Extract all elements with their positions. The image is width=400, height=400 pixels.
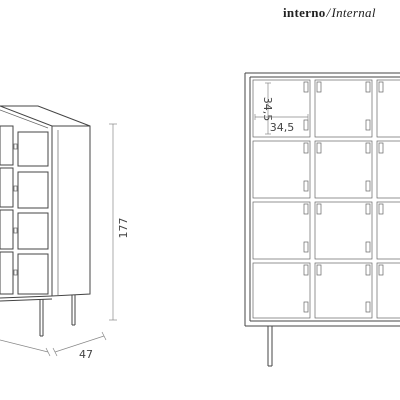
hinge-icon xyxy=(365,264,371,276)
dimension-tick xyxy=(45,347,51,357)
hinges xyxy=(303,81,384,313)
cabinet-side-face xyxy=(51,125,91,297)
view-title-primary: interno xyxy=(283,5,326,20)
compartment xyxy=(314,201,373,260)
hinge-icon xyxy=(316,264,322,276)
door-cell xyxy=(17,253,49,295)
hinge-icon xyxy=(365,203,371,215)
view-title-separator: / xyxy=(326,5,331,20)
door-cell xyxy=(0,209,14,250)
compartment xyxy=(314,79,373,138)
hinge-icon xyxy=(303,264,309,276)
compartment xyxy=(314,140,373,199)
knob-icon xyxy=(13,269,18,276)
hinge-icon xyxy=(378,142,384,154)
compartment xyxy=(314,262,373,319)
cabinet-top-face xyxy=(0,105,91,127)
cabinet-plinth-edge xyxy=(0,298,53,302)
height-label: 177 xyxy=(117,218,130,239)
compartment xyxy=(252,140,311,199)
cell-height-label: 34,5 xyxy=(261,97,274,122)
legs xyxy=(39,295,76,337)
knob-icon xyxy=(13,143,18,150)
hinge-icon xyxy=(365,301,371,313)
perspective-view: 177 47 xyxy=(0,105,130,361)
hinge-icon xyxy=(365,119,371,131)
dimension-tick xyxy=(52,347,58,357)
knob-icon xyxy=(13,227,18,234)
hinge-icon xyxy=(365,142,371,154)
door-cell xyxy=(17,131,49,167)
knob-icon xyxy=(13,185,18,192)
hinge-icon xyxy=(316,81,322,93)
hinge-icon xyxy=(303,142,309,154)
door-cell xyxy=(0,125,14,166)
depth-label: 47 xyxy=(79,348,93,361)
hinge-icon xyxy=(303,203,309,215)
view-title-secondary: Internal xyxy=(331,5,376,20)
front-legs xyxy=(267,326,273,367)
dimension-line xyxy=(0,339,49,353)
door-cell xyxy=(0,167,14,208)
compartment xyxy=(376,201,400,260)
top-face-rim xyxy=(0,109,49,129)
hinge-icon xyxy=(303,301,309,313)
hinge-icon xyxy=(378,264,384,276)
hinge-icon xyxy=(316,142,322,154)
cell-dimensions: 34,5 34,5 xyxy=(254,82,309,135)
cell-width-label: 34,5 xyxy=(270,121,295,134)
height-dimension: 177 xyxy=(109,123,130,321)
hinge-icon xyxy=(378,81,384,93)
cabinet-bottom-edge xyxy=(0,295,53,299)
view-title: interno/Internal xyxy=(283,5,376,21)
hinge-icon xyxy=(303,241,309,253)
front-view: 34,5 34,5 xyxy=(244,72,400,367)
dimension-line xyxy=(54,335,105,353)
dimension-tick xyxy=(101,331,107,341)
door-cell xyxy=(17,171,49,209)
hinge-icon xyxy=(365,81,371,93)
compartment xyxy=(252,201,311,260)
compartment xyxy=(376,140,400,199)
compartment xyxy=(252,262,311,319)
door-column-left xyxy=(0,125,14,295)
hinge-icon xyxy=(365,180,371,192)
hinge-icon xyxy=(303,119,309,131)
door-cell xyxy=(0,251,14,295)
depth-dimension: 47 xyxy=(52,331,107,361)
hinge-icon xyxy=(365,241,371,253)
hinge-icon xyxy=(378,203,384,215)
width-dimension xyxy=(0,339,51,357)
compartment xyxy=(252,79,311,138)
compartment xyxy=(376,79,400,138)
door-knobs xyxy=(13,143,18,276)
hinge-icon xyxy=(316,203,322,215)
compartment-grid xyxy=(252,79,400,319)
hinge-icon xyxy=(303,180,309,192)
door-column-right xyxy=(17,131,49,295)
hinge-icon xyxy=(303,81,309,93)
compartment xyxy=(376,262,400,319)
door-cell xyxy=(17,212,49,250)
